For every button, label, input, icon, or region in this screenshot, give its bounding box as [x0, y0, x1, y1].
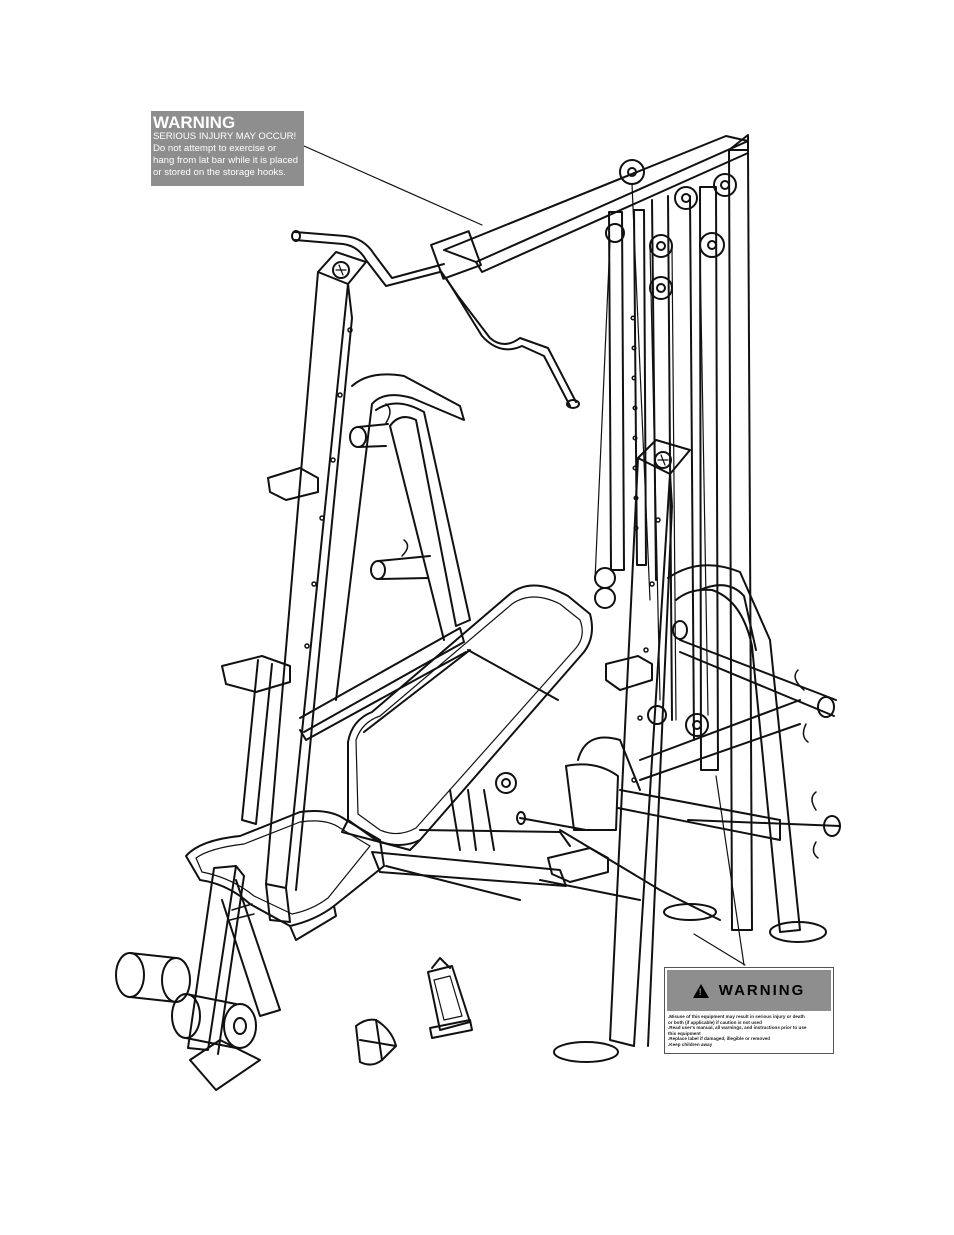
warning-label-general: ! WARNING .Misuse of this equipment may …	[664, 967, 834, 1054]
warning-label-line: .Keep children away	[668, 1041, 713, 1047]
ankle-cuff-accessory	[355, 1018, 397, 1066]
bench-base	[371, 736, 641, 901]
leader-lines	[303, 145, 746, 966]
warning-label-body: .Misuse of this equipment may result in …	[665, 1013, 833, 1049]
lat-tower	[608, 134, 753, 931]
right-frame	[559, 564, 841, 943]
cable-handle-accessory	[427, 957, 473, 1039]
warning-label-line: or both (if applicable) if caution is no…	[668, 1019, 762, 1025]
top-beam	[430, 135, 749, 280]
warning-label-line: .Read user's manual, all warnings, and i…	[668, 1025, 807, 1031]
warning-label-line: hang from lat bar while it is placed	[153, 155, 299, 166]
warning-label-lat-bar: WARNING SERIOUS INJURY MAY OCCUR! Do not…	[151, 111, 304, 186]
lat-bar	[291, 230, 580, 409]
warning-label-title: WARNING	[153, 113, 236, 132]
left-upright	[221, 251, 367, 923]
warning-label-line: this equipment	[668, 1030, 701, 1036]
warning-label-line: SERIOUS INJURY MAY OCCUR!	[153, 131, 297, 142]
left-frame	[241, 373, 471, 825]
warning-triangle-icon: !	[692, 983, 709, 998]
bench-seat	[185, 810, 385, 941]
leg-developer	[115, 865, 281, 1091]
warning-label-title: WARNING	[718, 982, 806, 999]
cables	[594, 183, 709, 721]
warning-label-header: ! WARNING	[667, 970, 831, 1011]
warning-label-line: .Misuse of this equipment may result in …	[668, 1014, 805, 1019]
warning-label-line: Do not attempt to exercise or	[153, 143, 277, 154]
warning-label-line: .Replace label if damaged, illegible or …	[668, 1036, 771, 1042]
bench-back-pad	[341, 584, 593, 851]
warning-label-line: or stored on the storage hooks.	[153, 167, 286, 178]
